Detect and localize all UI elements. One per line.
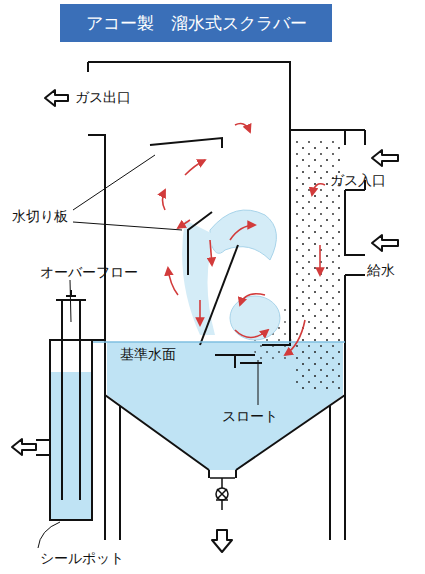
plate-label: 水切り板 (12, 208, 68, 225)
water-level-label: 基準水面 (120, 346, 176, 363)
title-band: アコー製 溜水式スクラバー (60, 4, 332, 42)
supply-label: 給水 (367, 262, 395, 279)
seal-pot-label: シールポット (40, 550, 124, 567)
overflow-label: オーバーフロー (40, 264, 138, 281)
throat-label: スロート (222, 408, 278, 425)
inlet-label: ガス入口 (330, 172, 386, 189)
outlet-label: ガス出口 (75, 89, 131, 106)
title-text: アコー製 溜水式スクラバー (86, 12, 307, 35)
